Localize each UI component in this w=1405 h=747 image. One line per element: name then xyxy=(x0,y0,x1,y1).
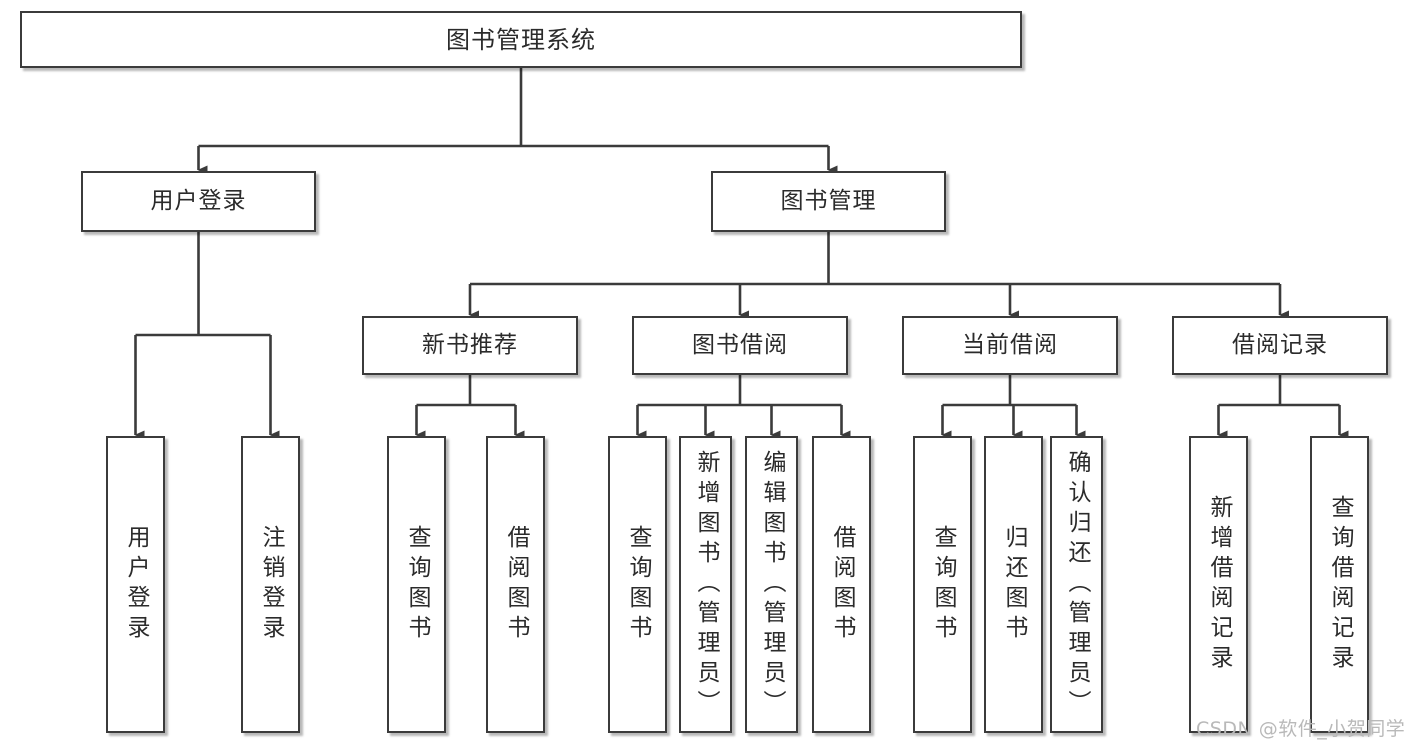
node-leaf-edit-book[interactable]: 编辑图书（管理员） xyxy=(745,436,798,733)
node-label-borrow-record: 借阅记录 xyxy=(1232,332,1328,358)
node-leaf-add-book[interactable]: 新增图书（管理员） xyxy=(679,436,732,733)
node-user-login[interactable]: 用户登录 xyxy=(81,171,316,232)
node-label-leaf-add-book: 新增图书（管理员） xyxy=(693,449,719,720)
node-leaf-user-login[interactable]: 用户登录 xyxy=(106,436,165,733)
node-new-book-rec[interactable]: 新书推荐 xyxy=(362,316,578,375)
node-leaf-borrow-book-1[interactable]: 借阅图书 xyxy=(486,436,545,733)
node-label-leaf-add-record: 新增借阅记录 xyxy=(1206,494,1232,675)
node-label-leaf-query-record: 查询借阅记录 xyxy=(1327,494,1353,675)
node-label-book-borrow: 图书借阅 xyxy=(692,332,788,358)
node-current-borrow[interactable]: 当前借阅 xyxy=(902,316,1118,375)
watermark-text: CSDN @软件_小贺同学 xyxy=(1196,718,1405,740)
node-label-user-login: 用户登录 xyxy=(150,188,247,214)
node-leaf-confirm-return[interactable]: 确认归还（管理员） xyxy=(1050,436,1103,733)
node-leaf-add-record[interactable]: 新增借阅记录 xyxy=(1189,436,1248,733)
node-root[interactable]: 图书管理系统 xyxy=(20,11,1022,68)
node-label-leaf-query-book-3: 查询图书 xyxy=(930,524,956,645)
node-label-leaf-borrow-book-1: 借阅图书 xyxy=(503,524,529,645)
node-book-borrow[interactable]: 图书借阅 xyxy=(632,316,848,375)
node-label-book-manage: 图书管理 xyxy=(780,188,877,214)
node-leaf-query-book-3[interactable]: 查询图书 xyxy=(913,436,972,733)
node-label-leaf-edit-book: 编辑图书（管理员） xyxy=(759,449,785,720)
node-label-root: 图书管理系统 xyxy=(446,25,596,54)
node-leaf-query-book-1[interactable]: 查询图书 xyxy=(387,436,446,733)
node-leaf-user-logout[interactable]: 注销登录 xyxy=(241,436,300,733)
node-label-leaf-user-logout: 注销登录 xyxy=(258,524,284,645)
node-label-new-book-rec: 新书推荐 xyxy=(422,332,518,358)
node-label-leaf-query-book-1: 查询图书 xyxy=(404,524,430,645)
node-label-current-borrow: 当前借阅 xyxy=(962,332,1058,358)
node-book-manage[interactable]: 图书管理 xyxy=(711,171,946,232)
node-label-leaf-user-login: 用户登录 xyxy=(123,524,149,645)
node-label-leaf-confirm-return: 确认归还（管理员） xyxy=(1064,449,1090,720)
node-label-leaf-borrow-book-2: 借阅图书 xyxy=(829,524,855,645)
node-leaf-query-record[interactable]: 查询借阅记录 xyxy=(1310,436,1369,733)
node-label-leaf-query-book-2: 查询图书 xyxy=(625,524,651,645)
node-leaf-borrow-book-2[interactable]: 借阅图书 xyxy=(812,436,871,733)
node-label-leaf-return-book: 归还图书 xyxy=(1001,524,1027,645)
node-leaf-query-book-2[interactable]: 查询图书 xyxy=(608,436,667,733)
node-borrow-record[interactable]: 借阅记录 xyxy=(1172,316,1388,375)
node-leaf-return-book[interactable]: 归还图书 xyxy=(984,436,1043,733)
